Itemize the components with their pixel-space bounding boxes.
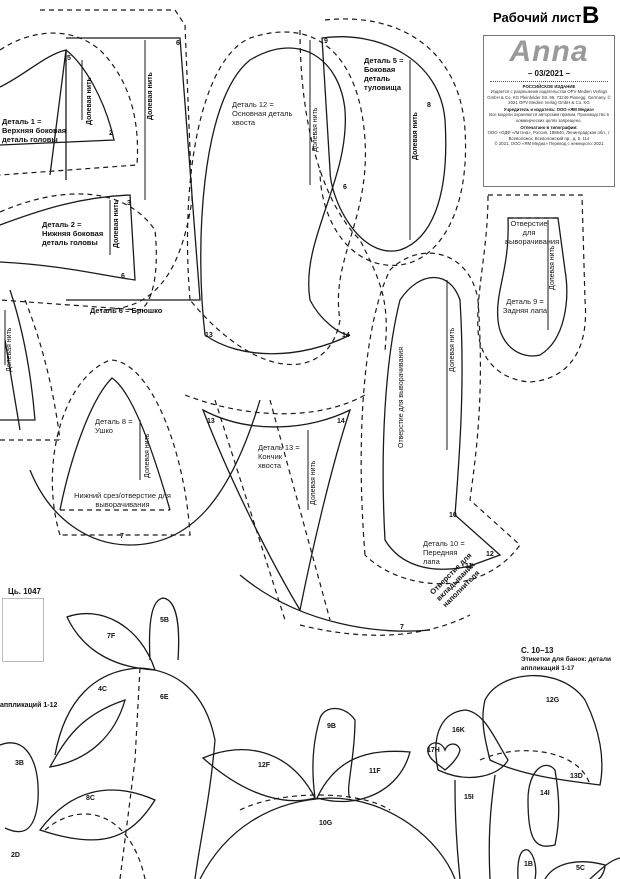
grain-label-detail-12: Долевая нить [312, 107, 319, 152]
applique-label: 15I [464, 794, 474, 801]
marker-13: 13 [205, 332, 213, 339]
applique-label: 1B [524, 861, 533, 868]
applique-label: 5B [160, 617, 169, 624]
marker-3: 3 [127, 200, 131, 207]
marker-7: 7 [120, 533, 124, 540]
pattern-piece-detail-12 [186, 31, 367, 365]
imprint-text: Издается с разрешения издательства OPV M… [487, 89, 611, 105]
pattern-piece-detail-2 [0, 193, 157, 311]
pattern-piece-detail-13 [184, 394, 366, 621]
applique-label: 12F [258, 762, 271, 769]
applique-label: 3B [15, 760, 24, 767]
marker-6: 6 [343, 184, 347, 191]
label-detail-12: Деталь 12 = Основная деталь хвоста [232, 100, 293, 127]
marker-6: 6 [121, 273, 125, 280]
note-detail-8: Нижний срез/отверстие для выворачивания [74, 491, 171, 509]
applique-label: 5C [576, 865, 585, 872]
pattern-piece-detail-8 [29, 359, 261, 546]
divider [490, 81, 608, 82]
marker-12: 12 [486, 551, 494, 558]
applique-label: 2D [11, 852, 20, 859]
label-detail-9: Деталь 9 = Задняя лапа [502, 297, 548, 315]
applique-label: 4C [98, 686, 107, 693]
pattern-piece-detail-9 [477, 194, 587, 383]
marker-14: 14 [342, 332, 350, 339]
applique-label: 9B [327, 723, 336, 730]
pattern-piece-detail-10 [239, 252, 521, 636]
applique-label: 6E [160, 694, 169, 701]
grain-label-detail-1: Долевая нить [86, 77, 93, 125]
marker-11: 11 [465, 563, 473, 570]
label-detail-5: Деталь 5 = Боковая деталь туловища [364, 56, 404, 92]
imprint-heading: Учредитель и издатель: ООО «ЯМ Медиа» [503, 107, 595, 113]
applique-left-note: аппликаций 1-12 [0, 702, 58, 709]
marker-10: 10 [449, 512, 457, 519]
label-detail-1: Деталь 1 = Верхняя боковая деталь головы [2, 117, 67, 144]
imprint-box: Anna – 03/2021 – РОССИЙСКОЕ ИЗДАНИЕ Изда… [483, 35, 615, 187]
imprint-text: © 2021, ООО «ЯМ Медиа» Перевод с немецко… [494, 140, 604, 146]
pattern-piece-detail-6 [40, 9, 201, 311]
marker-2: 2 [109, 130, 113, 137]
note-detail-10-opening: Отверстие для выворачивания [398, 346, 405, 448]
imprint-text: ООО «ОДФ «Литэна», Россия, 188640, Ленин… [487, 130, 611, 141]
marker-9: 9 [324, 38, 328, 45]
marker-6: 6 [176, 40, 180, 47]
imprint-heading: РОССИЙСКОЕ ИЗДАНИЕ [522, 84, 576, 89]
applique-label: 17H [427, 747, 440, 754]
grain-label-detail-8: Долевая нить [144, 433, 151, 478]
applique-group-mushrooms [427, 674, 620, 879]
applique-label: 13D [570, 773, 583, 780]
marker-7: 7 [400, 624, 404, 631]
applique-section-title: С. 10–13 Этикетки для банок: детали аппл… [521, 646, 620, 673]
applique-label: 8C [86, 795, 95, 802]
pattern-piece-left-fragment [0, 289, 61, 441]
label-detail-6: Деталь 6 = Брюшко [90, 306, 163, 315]
issue-number: – 03/2021 – [527, 69, 571, 78]
imprint-heading: Отпечатано в типографии: [520, 125, 578, 131]
marker-14: 14 [337, 418, 345, 425]
applique-label: 14I [540, 790, 550, 797]
applique-label: 12G [546, 697, 560, 704]
applique-label: 10G [319, 820, 333, 827]
worksheet-letter: B [582, 2, 600, 29]
grain-label-detail-13: Долевая нить [310, 460, 317, 505]
label-detail-2: Деталь 2 = Нижняя боковая деталь головы [42, 220, 104, 247]
applique-label: 11F [369, 768, 381, 775]
imprint-text: Все модели охраняются авторским правом. … [489, 112, 609, 123]
label-detail-8: Деталь 8 = Ушко [95, 417, 133, 435]
magazine-logo: Anna [509, 35, 589, 68]
pattern-piece-detail-5 [299, 18, 467, 351]
pattern-piece-detail-1 [0, 32, 139, 180]
marker-8: 8 [427, 102, 431, 109]
grain-label-detail-2: Долевая нить [113, 200, 120, 248]
grain-label-detail-9: Долевая нить [549, 245, 556, 290]
catalog-label: Ць. 1047 [8, 587, 42, 596]
note-detail-9: Отверстие для выворачивания [505, 219, 560, 246]
catalog-thumbnail [2, 598, 44, 662]
applique-section-subtitle: Этикетки для банок: детали аппликаций 1-… [521, 656, 612, 672]
applique-section-page: С. 10–13 [521, 646, 554, 655]
applique-group-center [199, 707, 456, 879]
grain-label-detail-10: Долевая нить [449, 327, 456, 372]
grain-label-left-fragment: Долевая нить [6, 327, 13, 372]
applique-label: 16K [452, 727, 465, 734]
marker-5: 5 [67, 55, 71, 62]
worksheet-title: Рабочий лист [493, 10, 582, 25]
label-detail-13: Деталь 13 = Кончик хвоста [258, 443, 300, 470]
label-detail-10: Деталь 10 = Передняя лапа [423, 539, 465, 566]
applique-label: 7F [107, 633, 116, 640]
applique-group-left [0, 597, 216, 879]
marker-13: 13 [207, 418, 215, 425]
grain-label-detail-6: Долевая нить [147, 72, 154, 120]
grain-label-detail-5: Долевая нить [412, 112, 419, 160]
